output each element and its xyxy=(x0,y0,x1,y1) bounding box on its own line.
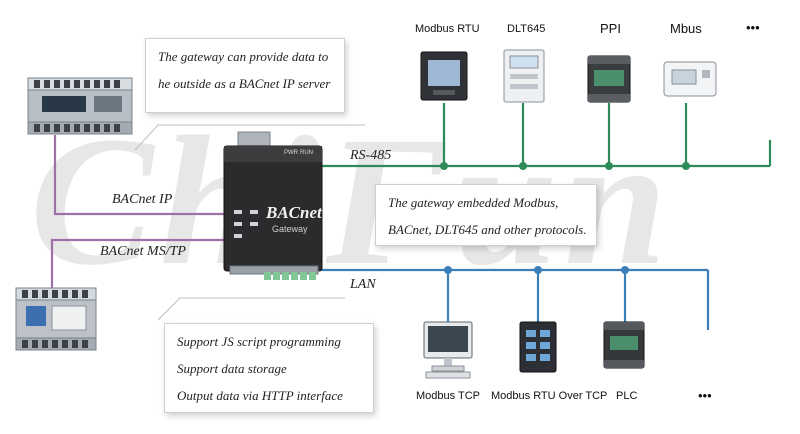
device-label-modbus-rtu-over-tcp: Modbus RTU Over TCP xyxy=(491,390,608,402)
rs485-node-4 xyxy=(682,162,690,170)
features-callout-line-1: Support JS script programming xyxy=(177,334,341,349)
device-label-ppi: PPI xyxy=(600,21,621,36)
gateway-device xyxy=(223,131,323,280)
mbus-meter xyxy=(663,61,717,97)
gateway-pwr-label: PWR xyxy=(284,150,298,156)
lan-bus xyxy=(318,268,710,330)
rs485-node-1 xyxy=(440,162,448,170)
device-label-more-lan: ••• xyxy=(698,388,712,403)
lan-label: LAN xyxy=(350,277,376,292)
lan-node-1 xyxy=(444,266,452,274)
plc-device xyxy=(603,321,645,369)
device-label-mbus: Mbus xyxy=(670,21,702,36)
device-label-more-rs485: ••• xyxy=(746,20,760,35)
lan-node-3 xyxy=(621,266,629,274)
bacnet-ip-label: BACnet IP xyxy=(112,192,173,207)
bacnet-controller-top xyxy=(27,77,133,135)
rs485-label: RS-485 xyxy=(350,148,392,163)
server-callout-line-1: The gateway can provide data to xyxy=(158,49,329,64)
gateway-brand: BACnet xyxy=(266,203,322,222)
device-label-dlt645: DLT645 xyxy=(507,23,546,35)
modbus-rtu-over-tcp-switch xyxy=(519,321,557,373)
server-box-leader xyxy=(134,124,365,151)
lan-node-2 xyxy=(534,266,542,274)
bacnet-ip-line xyxy=(53,135,232,216)
gateway-run-label: RUN xyxy=(300,150,313,156)
bacnet-controller-bottom xyxy=(15,287,97,351)
rs485-bus xyxy=(318,103,772,168)
rs485-node-3 xyxy=(605,162,613,170)
bacnet-mstp-line xyxy=(50,238,232,290)
protocols-callout-line-2: BACnet, DLT645 and other protocols. xyxy=(388,222,587,237)
server-callout-line-2: he outside as a BACnet IP server xyxy=(158,76,331,91)
gateway-subtitle: Gateway xyxy=(272,224,308,234)
server-callout-box: The gateway can provide data to he outsi… xyxy=(145,38,345,113)
device-label-modbus-tcp: Modbus TCP xyxy=(416,390,480,402)
features-callout-line-2: Support data storage xyxy=(177,361,287,376)
modbus-rtu-meter xyxy=(420,51,468,101)
device-label-modbus-rtu: Modbus RTU xyxy=(415,23,480,35)
features-callout-line-3: Output data via HTTP interface xyxy=(177,388,343,403)
ppi-plc xyxy=(587,55,631,103)
dlt645-meter xyxy=(503,49,545,103)
rs485-node-2 xyxy=(519,162,527,170)
features-box-leader xyxy=(157,297,345,321)
protocols-callout-line-1: The gateway embedded Modbus, xyxy=(388,195,559,210)
device-label-plc: PLC xyxy=(616,390,638,402)
features-callout-box: Support JS script programming Support da… xyxy=(164,323,374,413)
bacnet-mstp-label: BACnet MS/TP xyxy=(100,244,186,259)
modbus-tcp-computer xyxy=(423,321,473,379)
protocols-callout-box: The gateway embedded Modbus, BACnet, DLT… xyxy=(375,184,597,246)
